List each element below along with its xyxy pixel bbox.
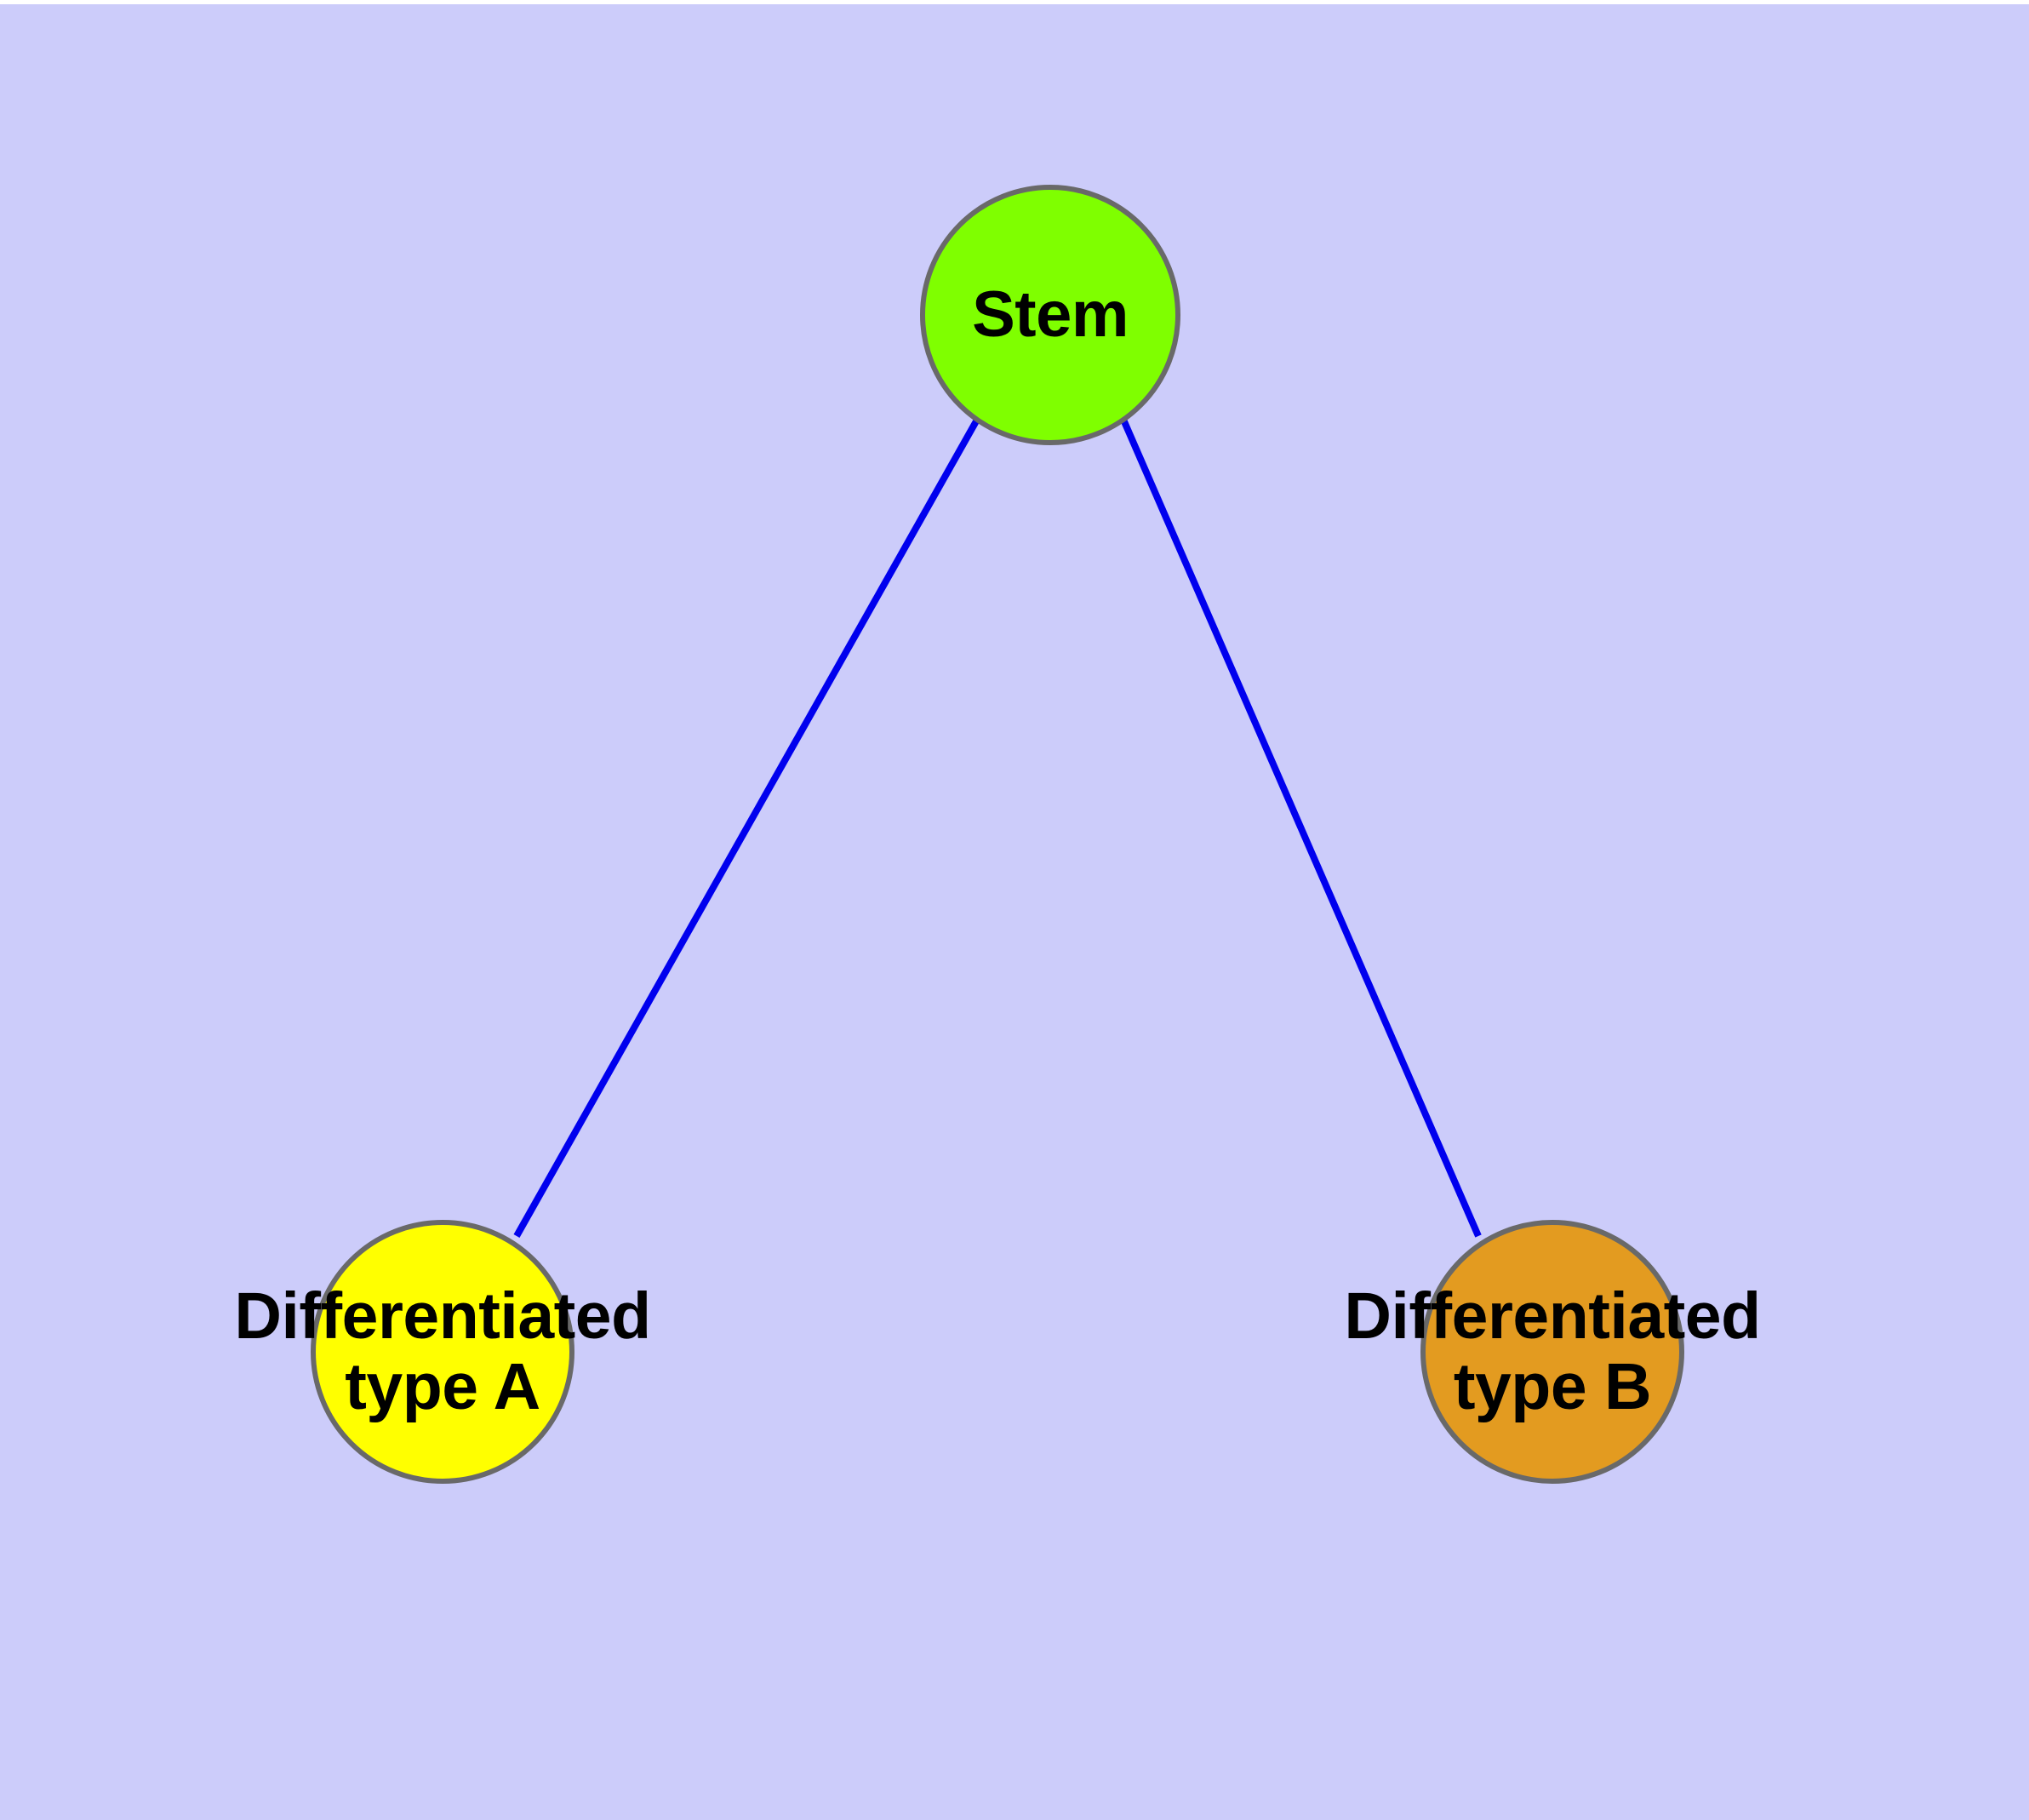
edge-stem-to-diff-b: [1120, 418, 1482, 1238]
edge-stem-to-diff-a: [513, 418, 980, 1238]
node-layer: [311, 185, 1684, 1484]
node-stem[interactable]: [920, 185, 1180, 445]
edge-layer: [513, 418, 1482, 1238]
node-differentiated-type-b[interactable]: [1420, 1220, 1684, 1484]
node-differentiated-type-a[interactable]: [311, 1220, 574, 1484]
